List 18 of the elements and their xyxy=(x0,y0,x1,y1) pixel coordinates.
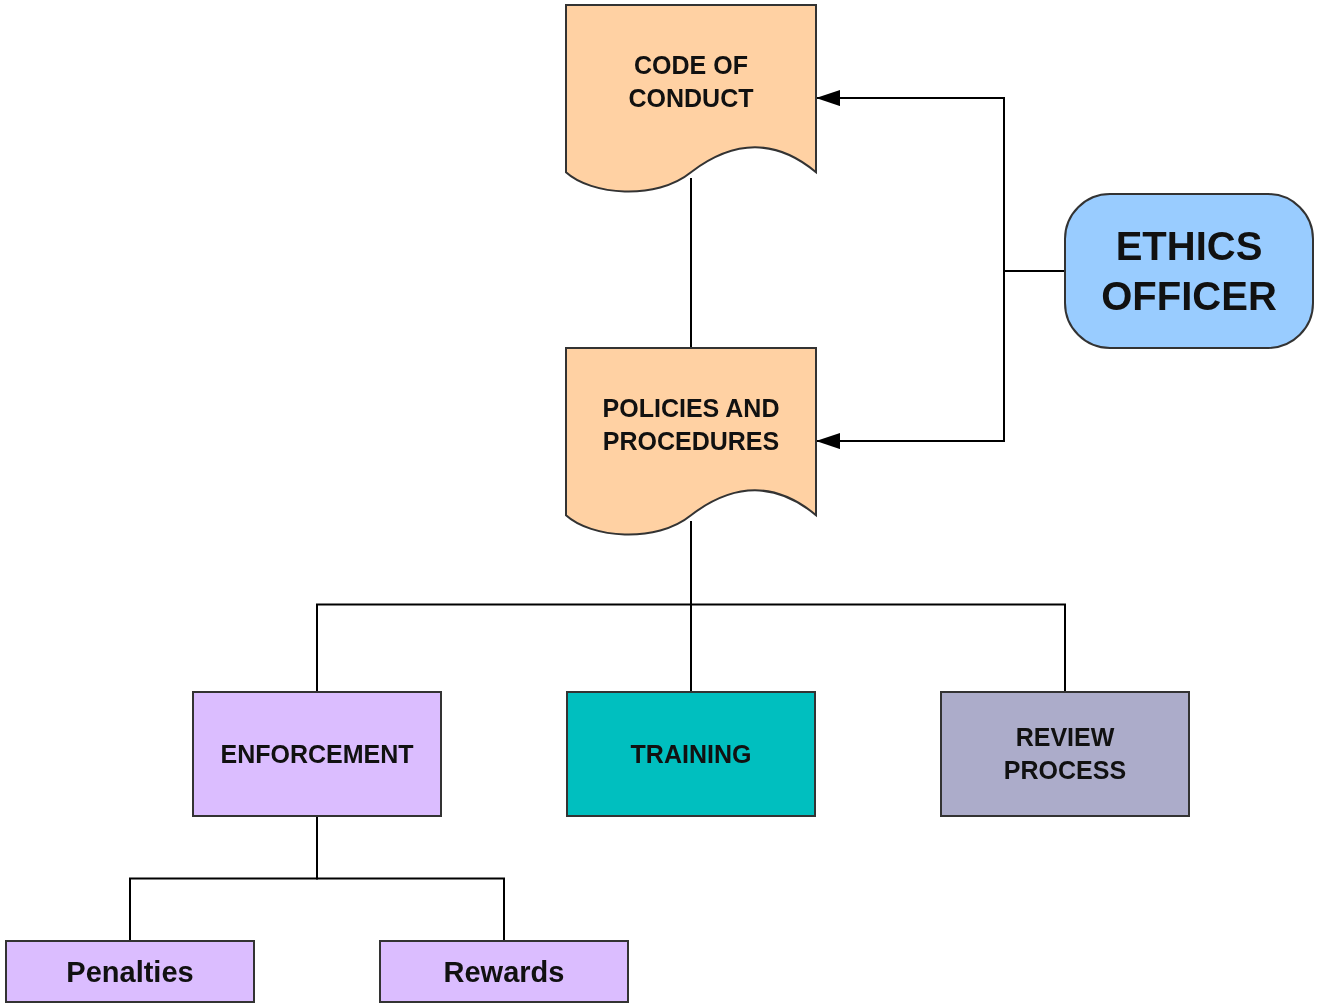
process-box xyxy=(940,691,1190,817)
node-label: Rewards xyxy=(443,954,565,990)
process-box xyxy=(5,940,255,1003)
node-label: ENFORCEMENT xyxy=(220,738,414,770)
process-box xyxy=(192,691,442,817)
process-box xyxy=(566,691,816,817)
process-box xyxy=(379,940,629,1003)
node-label: REVIEW PROCESS xyxy=(1002,722,1128,786)
rounded-box xyxy=(1064,193,1314,349)
node-label: ETHICS OFFICER xyxy=(1100,223,1278,320)
node-label: TRAINING xyxy=(630,738,752,770)
connector-line xyxy=(316,816,505,941)
connector-line xyxy=(690,176,692,349)
document-shape xyxy=(566,5,816,195)
node-label: CODE OF CONDUCT xyxy=(627,50,755,114)
node-label: POLICIES AND PROCEDURES xyxy=(601,393,781,457)
node-label: Penalties xyxy=(66,954,194,990)
document-shape xyxy=(566,348,816,538)
